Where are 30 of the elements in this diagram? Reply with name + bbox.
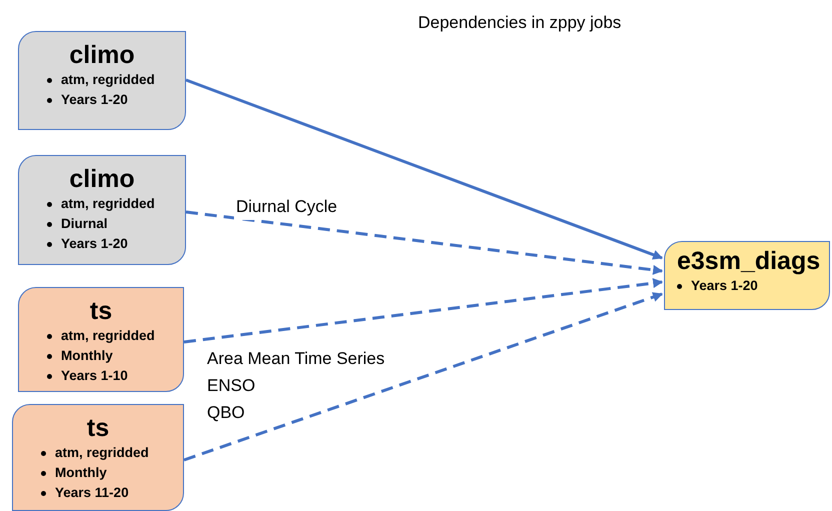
arrow xyxy=(185,78,663,260)
bullet-item: Years 11-20 xyxy=(55,484,129,502)
arrow xyxy=(184,278,663,344)
bullet-item: atm, regridded xyxy=(61,195,155,213)
job-box xyxy=(12,404,184,511)
bullet-item: atm, regridded xyxy=(55,444,149,462)
bullet-item: Years 1-10 xyxy=(61,367,128,385)
job-box xyxy=(18,155,186,265)
job-title: climo xyxy=(69,40,135,70)
job-box xyxy=(18,31,186,130)
bullet-item: Monthly xyxy=(55,464,107,482)
bullet-item: atm, regridded xyxy=(61,327,155,345)
arrow xyxy=(186,210,663,275)
job-title: ts xyxy=(86,413,110,443)
bullet-item: Diurnal xyxy=(61,215,108,233)
job-box xyxy=(664,241,830,310)
diagram-title: Dependencies in zppy jobs xyxy=(418,12,622,34)
job-box xyxy=(18,287,184,392)
job-title: e3sm_diags xyxy=(677,246,820,276)
note-text: ENSO xyxy=(207,375,256,397)
bullet-item: Monthly xyxy=(61,347,113,365)
note-text: QBO xyxy=(207,402,246,424)
job-title: ts xyxy=(90,296,112,326)
bullet-item: Years 1-20 xyxy=(691,277,758,295)
bullet-item: Years 1-20 xyxy=(61,235,128,253)
note-text: Area Mean Time Series xyxy=(207,348,385,370)
bullet-item: Years 1-20 xyxy=(61,91,128,109)
job-title: climo xyxy=(69,164,135,194)
arrow xyxy=(184,292,663,462)
bullet-item: atm, regridded xyxy=(61,71,155,89)
